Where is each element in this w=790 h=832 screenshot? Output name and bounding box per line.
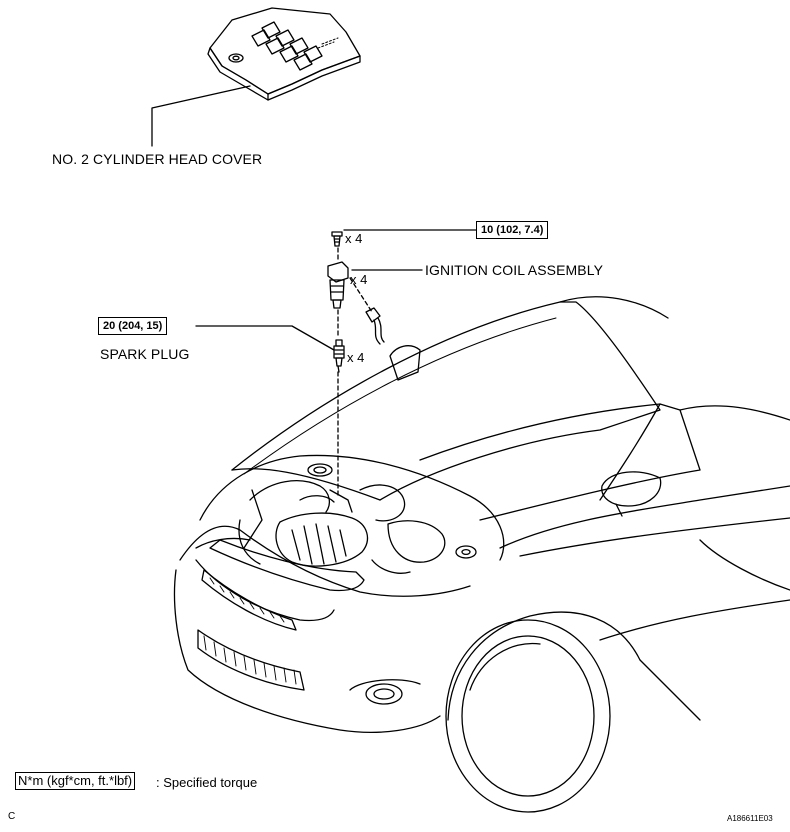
cylinder-head-cover-label: NO. 2 CYLINDER HEAD COVER bbox=[52, 151, 263, 167]
figure-id: A186611E03 bbox=[727, 814, 773, 823]
bolt-quantity: x 4 bbox=[345, 231, 363, 246]
ignition-coil-label: IGNITION COIL ASSEMBLY bbox=[425, 262, 604, 278]
spark-plug-torque-leader-line bbox=[195, 325, 335, 351]
vehicle-drawing bbox=[173, 296, 790, 813]
spark-plug-quantity: x 4 bbox=[347, 350, 365, 365]
spark-plug-label: SPARK PLUG bbox=[100, 346, 190, 362]
cylinder-head-cover-drawing bbox=[207, 7, 361, 101]
spark-plug-torque-box: 20 (204, 15) bbox=[98, 317, 168, 336]
legend-description: : Specified torque bbox=[156, 775, 258, 790]
legend-unit-box: N*m (kgf*cm, ft.*lbf) bbox=[15, 772, 136, 791]
coil-connector-drawing bbox=[349, 277, 385, 345]
ignition-coil-quantity: x 4 bbox=[350, 272, 368, 287]
corner-code: C bbox=[8, 811, 16, 822]
bolt-drawing bbox=[331, 231, 343, 247]
bolt-torque-box: 10 (102, 7.4) bbox=[476, 221, 549, 240]
spark-plug-drawing bbox=[333, 339, 345, 373]
cover-leader-line bbox=[151, 85, 251, 147]
ignition-coil-drawing bbox=[327, 261, 349, 309]
